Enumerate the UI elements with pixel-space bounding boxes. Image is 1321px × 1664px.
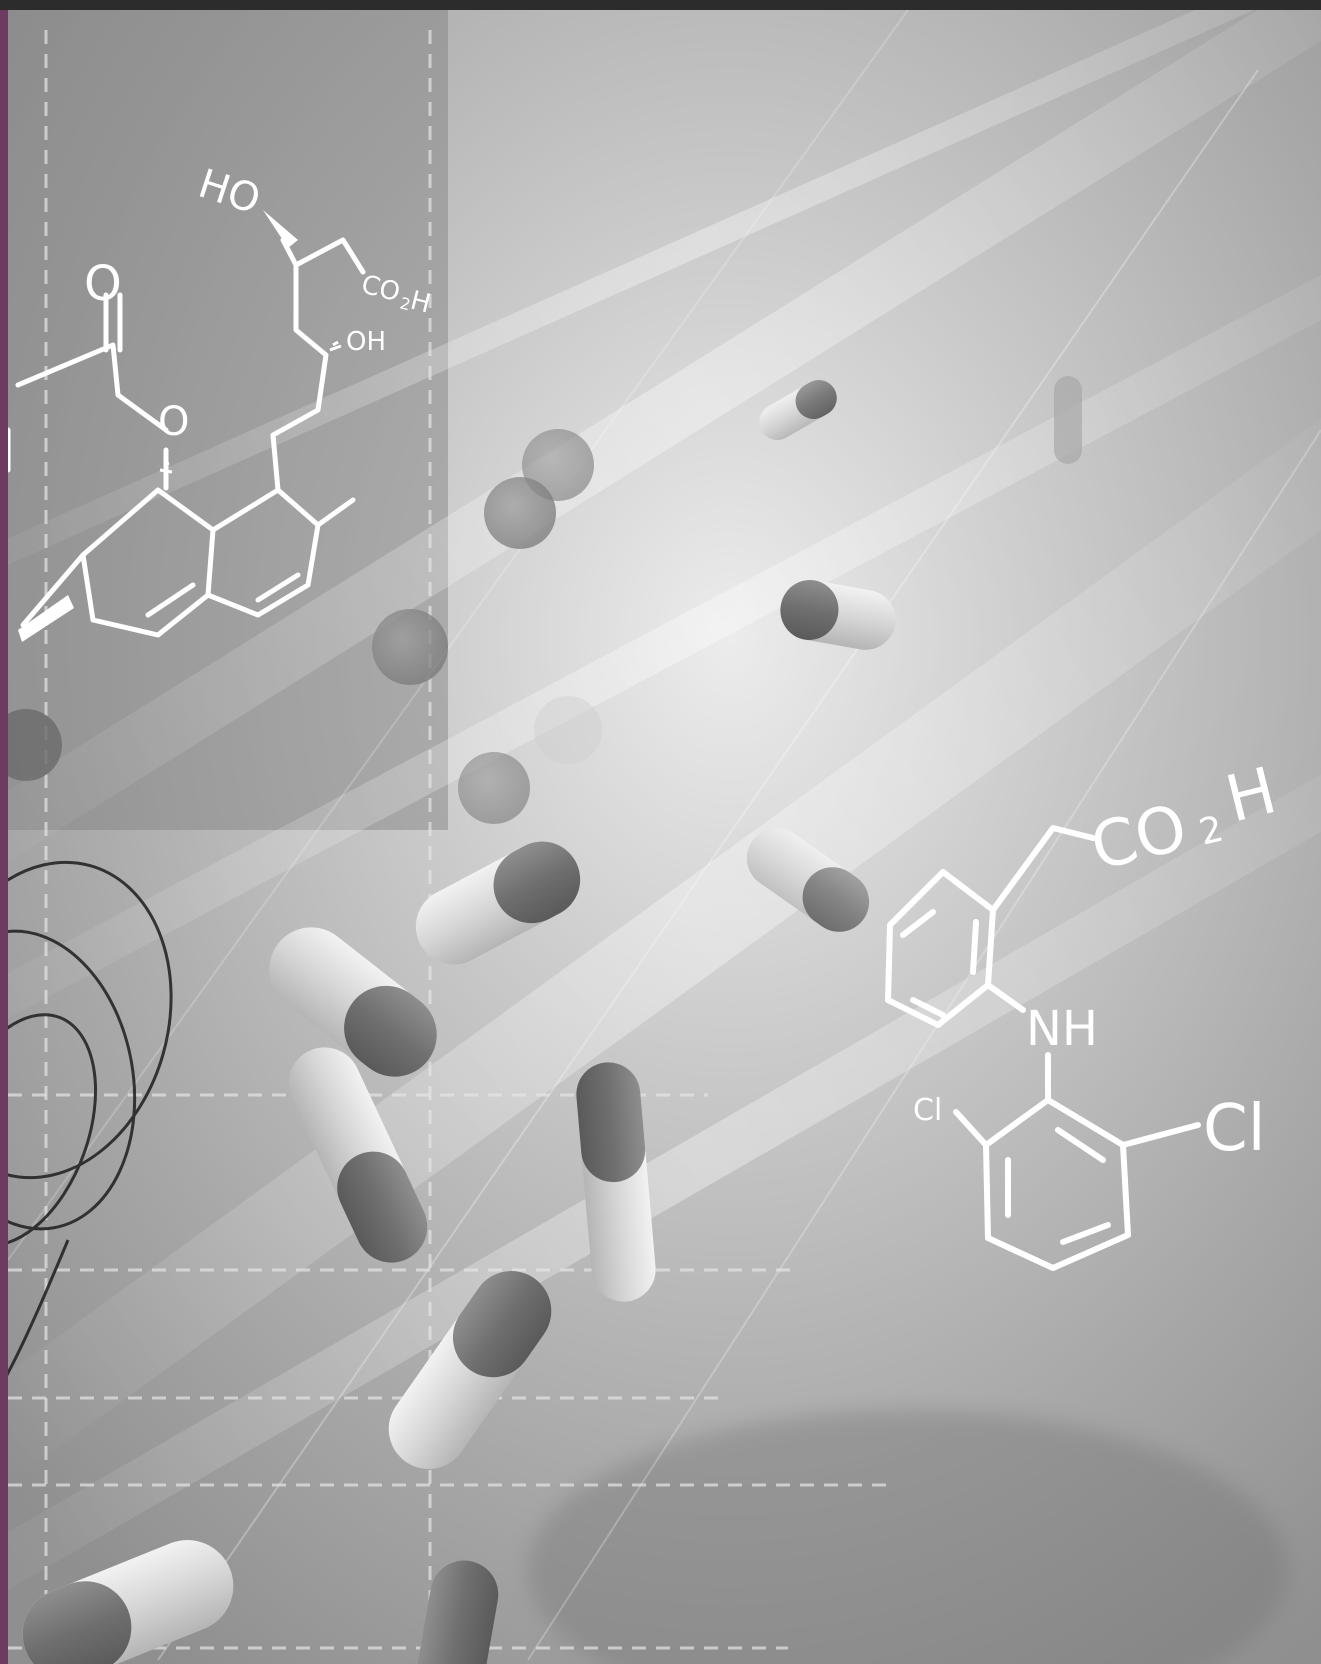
capsule-10 [22,1540,234,1664]
label-cl-left: Cl [913,1093,942,1128]
capsule-6 [269,927,437,1077]
capsules [22,376,1082,1664]
formula-b-structure [885,825,1201,1271]
background [8,10,1321,1664]
capsule-2 [780,579,896,650]
black-loops [8,860,173,1377]
top-border [0,0,1321,10]
accent-stripe [0,10,8,1664]
label-carbonyl-o: O [84,256,122,312]
light-streaks [8,10,1321,1661]
formula-a-wedges [18,210,342,642]
capsule-7 [288,1047,428,1263]
artwork-svg: HO CO 2 H OH O O [8,10,1321,1664]
capsule-1 [759,380,837,440]
capsule-5 [746,828,870,932]
capsule-11 [417,1560,499,1664]
capsule-8 [576,1062,656,1302]
pharma-artwork: HO CO 2 H OH O O [8,10,1321,1664]
label-oh: OH [346,327,386,357]
label-cl-right: Cl [1203,1092,1265,1166]
formula-a-structure [8,237,366,638]
label-ester-o: O [158,399,189,445]
translucent-dots [8,429,602,824]
capsule-4 [415,841,581,965]
capsule-3 [1054,376,1082,464]
label-co2h-sub: 2 [398,293,412,314]
label-nh: NH [1026,1001,1098,1057]
capsule-9 [388,1271,552,1469]
